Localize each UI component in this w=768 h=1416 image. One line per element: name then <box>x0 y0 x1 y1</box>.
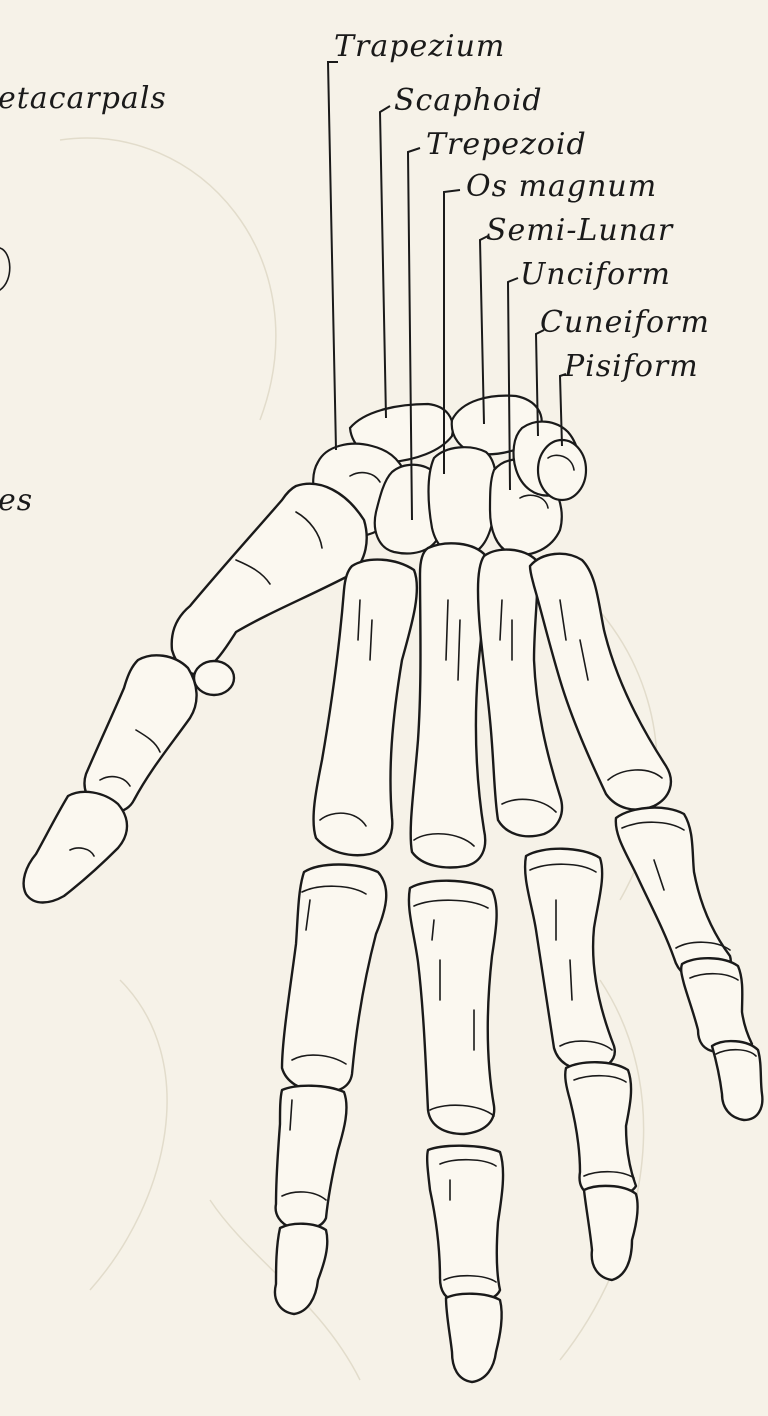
label-trapezoid: Trepezoid <box>426 127 587 162</box>
middle-proximal-phalanx <box>409 881 497 1134</box>
label-os-magnum: Os magnum <box>466 169 657 204</box>
thumb-distal-phalanx <box>24 792 127 903</box>
label-pisiform: Pisiform <box>563 349 699 384</box>
thumb-proximal-phalanx <box>85 655 197 812</box>
label-trapezium: Trapezium <box>334 29 505 64</box>
ring-distal-phalanx <box>584 1186 638 1280</box>
leader-trapezium <box>328 62 338 450</box>
little-middle-phalanx <box>681 958 752 1052</box>
label-scaphoid: Scaphoid <box>394 83 543 118</box>
leader-scaphoid <box>380 106 390 418</box>
leader-semi-lunar <box>480 236 488 424</box>
label-cuneiform: Cuneiform <box>540 305 710 340</box>
index-distal-phalanx <box>275 1224 327 1314</box>
label-phalanges-cropped: es <box>0 483 33 518</box>
os-magnum-bone <box>429 447 497 556</box>
little-proximal-phalanx <box>616 808 731 980</box>
index-middle-phalanx <box>276 1086 347 1230</box>
label-unciform: Unciform <box>520 257 671 292</box>
index-finger-bones <box>275 560 417 1314</box>
cropped-circle-mark <box>0 248 10 290</box>
label-semi-lunar: Semi-Lunar <box>486 213 674 248</box>
pisiform-bone <box>538 440 586 500</box>
middle-metacarpal <box>411 543 487 867</box>
index-metacarpal <box>314 560 417 856</box>
label-metacarpals-cropped: etacarpals <box>0 81 167 116</box>
thumb-bones <box>24 484 367 903</box>
thumb-sesamoid <box>194 661 234 695</box>
middle-distal-phalanx <box>446 1294 502 1382</box>
